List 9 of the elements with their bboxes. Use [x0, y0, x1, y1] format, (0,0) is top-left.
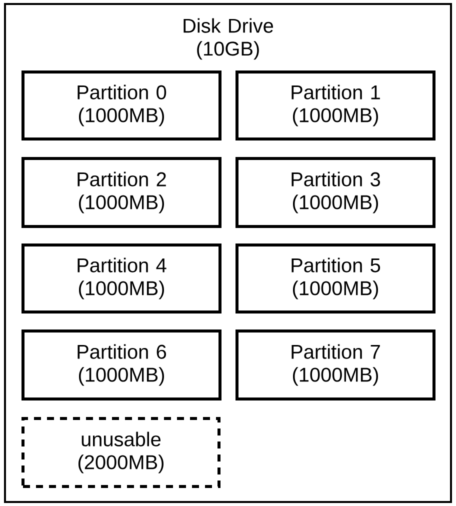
- partition-box: Partition 6 (1000MB): [22, 330, 222, 400]
- partition-box: Partition 5 (1000MB): [236, 244, 436, 314]
- partition-box: Partition 1 (1000MB): [236, 70, 436, 140]
- partition-box: Partition 4 (1000MB): [22, 244, 222, 314]
- partition-box: Partition 2 (1000MB): [22, 157, 222, 228]
- partition-box: Partition 0 (1000MB): [22, 70, 222, 140]
- partition-box: Partition 3 (1000MB): [236, 157, 436, 228]
- partition-box: Partition 7 (1000MB): [236, 330, 436, 400]
- dashed-box: unusable (2000MB): [22, 417, 220, 488]
